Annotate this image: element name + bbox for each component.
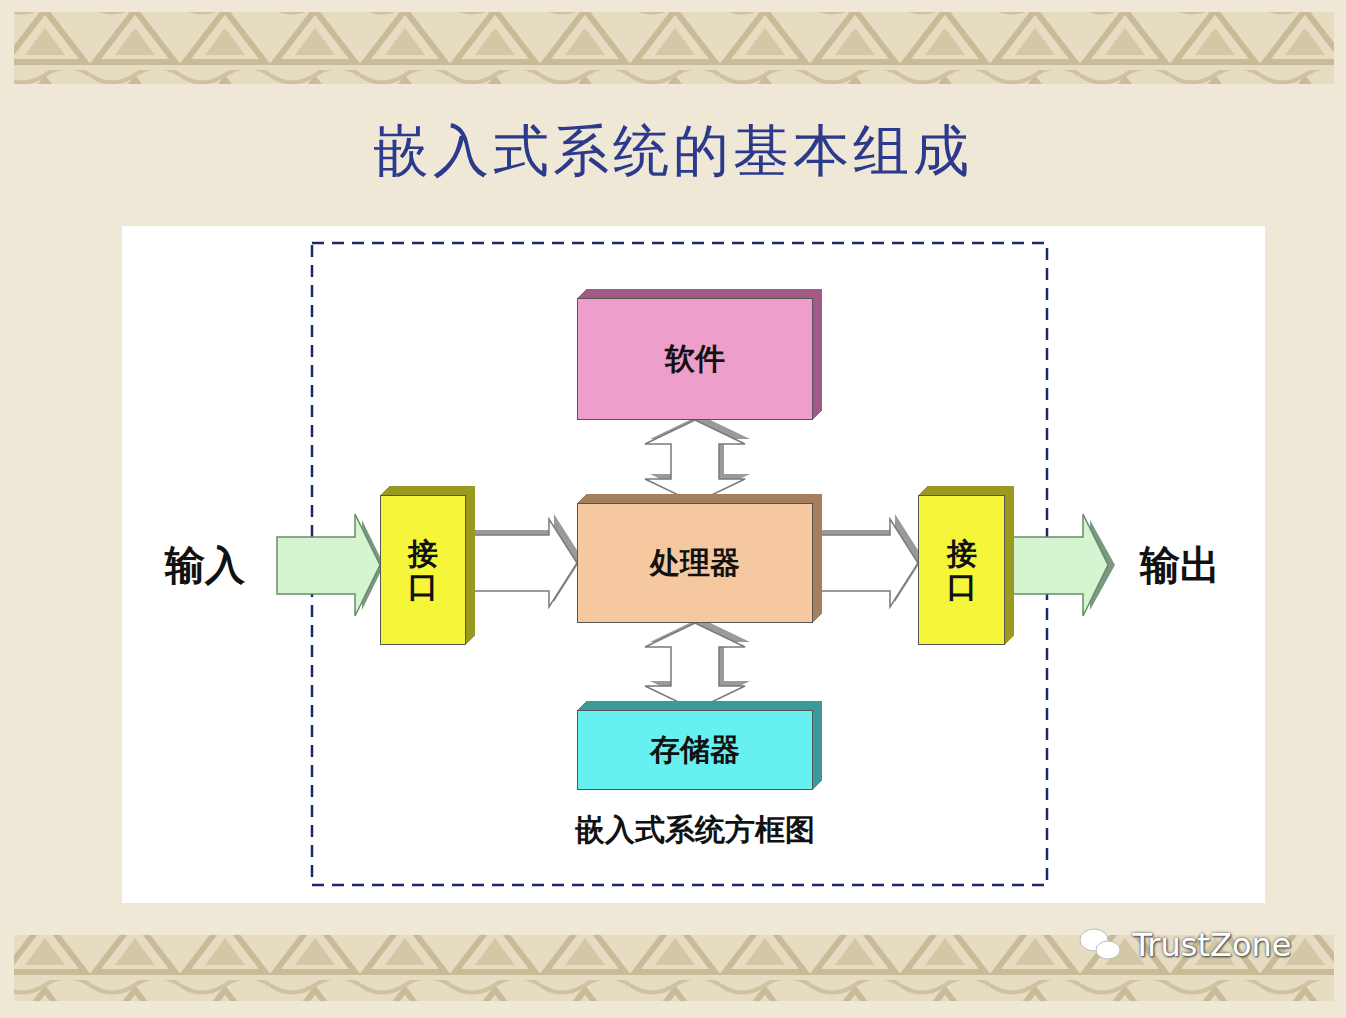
watermark: TrustZone [1133, 926, 1292, 964]
node-text: 处理器 [650, 543, 740, 584]
system-boundary [312, 243, 1047, 885]
block-arrow [813, 519, 918, 607]
slide-title: 嵌入式系统的基本组成 [373, 114, 973, 190]
processor-box: 处理器 [577, 503, 813, 623]
node-text: 接口 [408, 537, 438, 603]
interface-box: 接口 [918, 495, 1005, 645]
memory-box: 存储器 [577, 710, 813, 790]
block-arrow [466, 519, 577, 607]
node-text: 存储器 [650, 730, 740, 771]
diagram-panel [122, 226, 1265, 903]
figure-caption: 嵌入式系统方框图 [575, 810, 815, 851]
block-arrow [645, 623, 745, 710]
input-arrow [277, 514, 380, 616]
io-label: 输出 [1140, 538, 1220, 593]
decor-band [14, 12, 1334, 84]
node-text: 软件 [665, 339, 725, 380]
output-arrow [1005, 514, 1108, 616]
interface-box: 接口 [380, 495, 466, 645]
io-label: 输入 [165, 538, 245, 593]
block-arrow [645, 420, 745, 503]
node-text: 接口 [947, 537, 977, 603]
software-box: 软件 [577, 298, 813, 420]
wechat-icon [1080, 929, 1120, 959]
